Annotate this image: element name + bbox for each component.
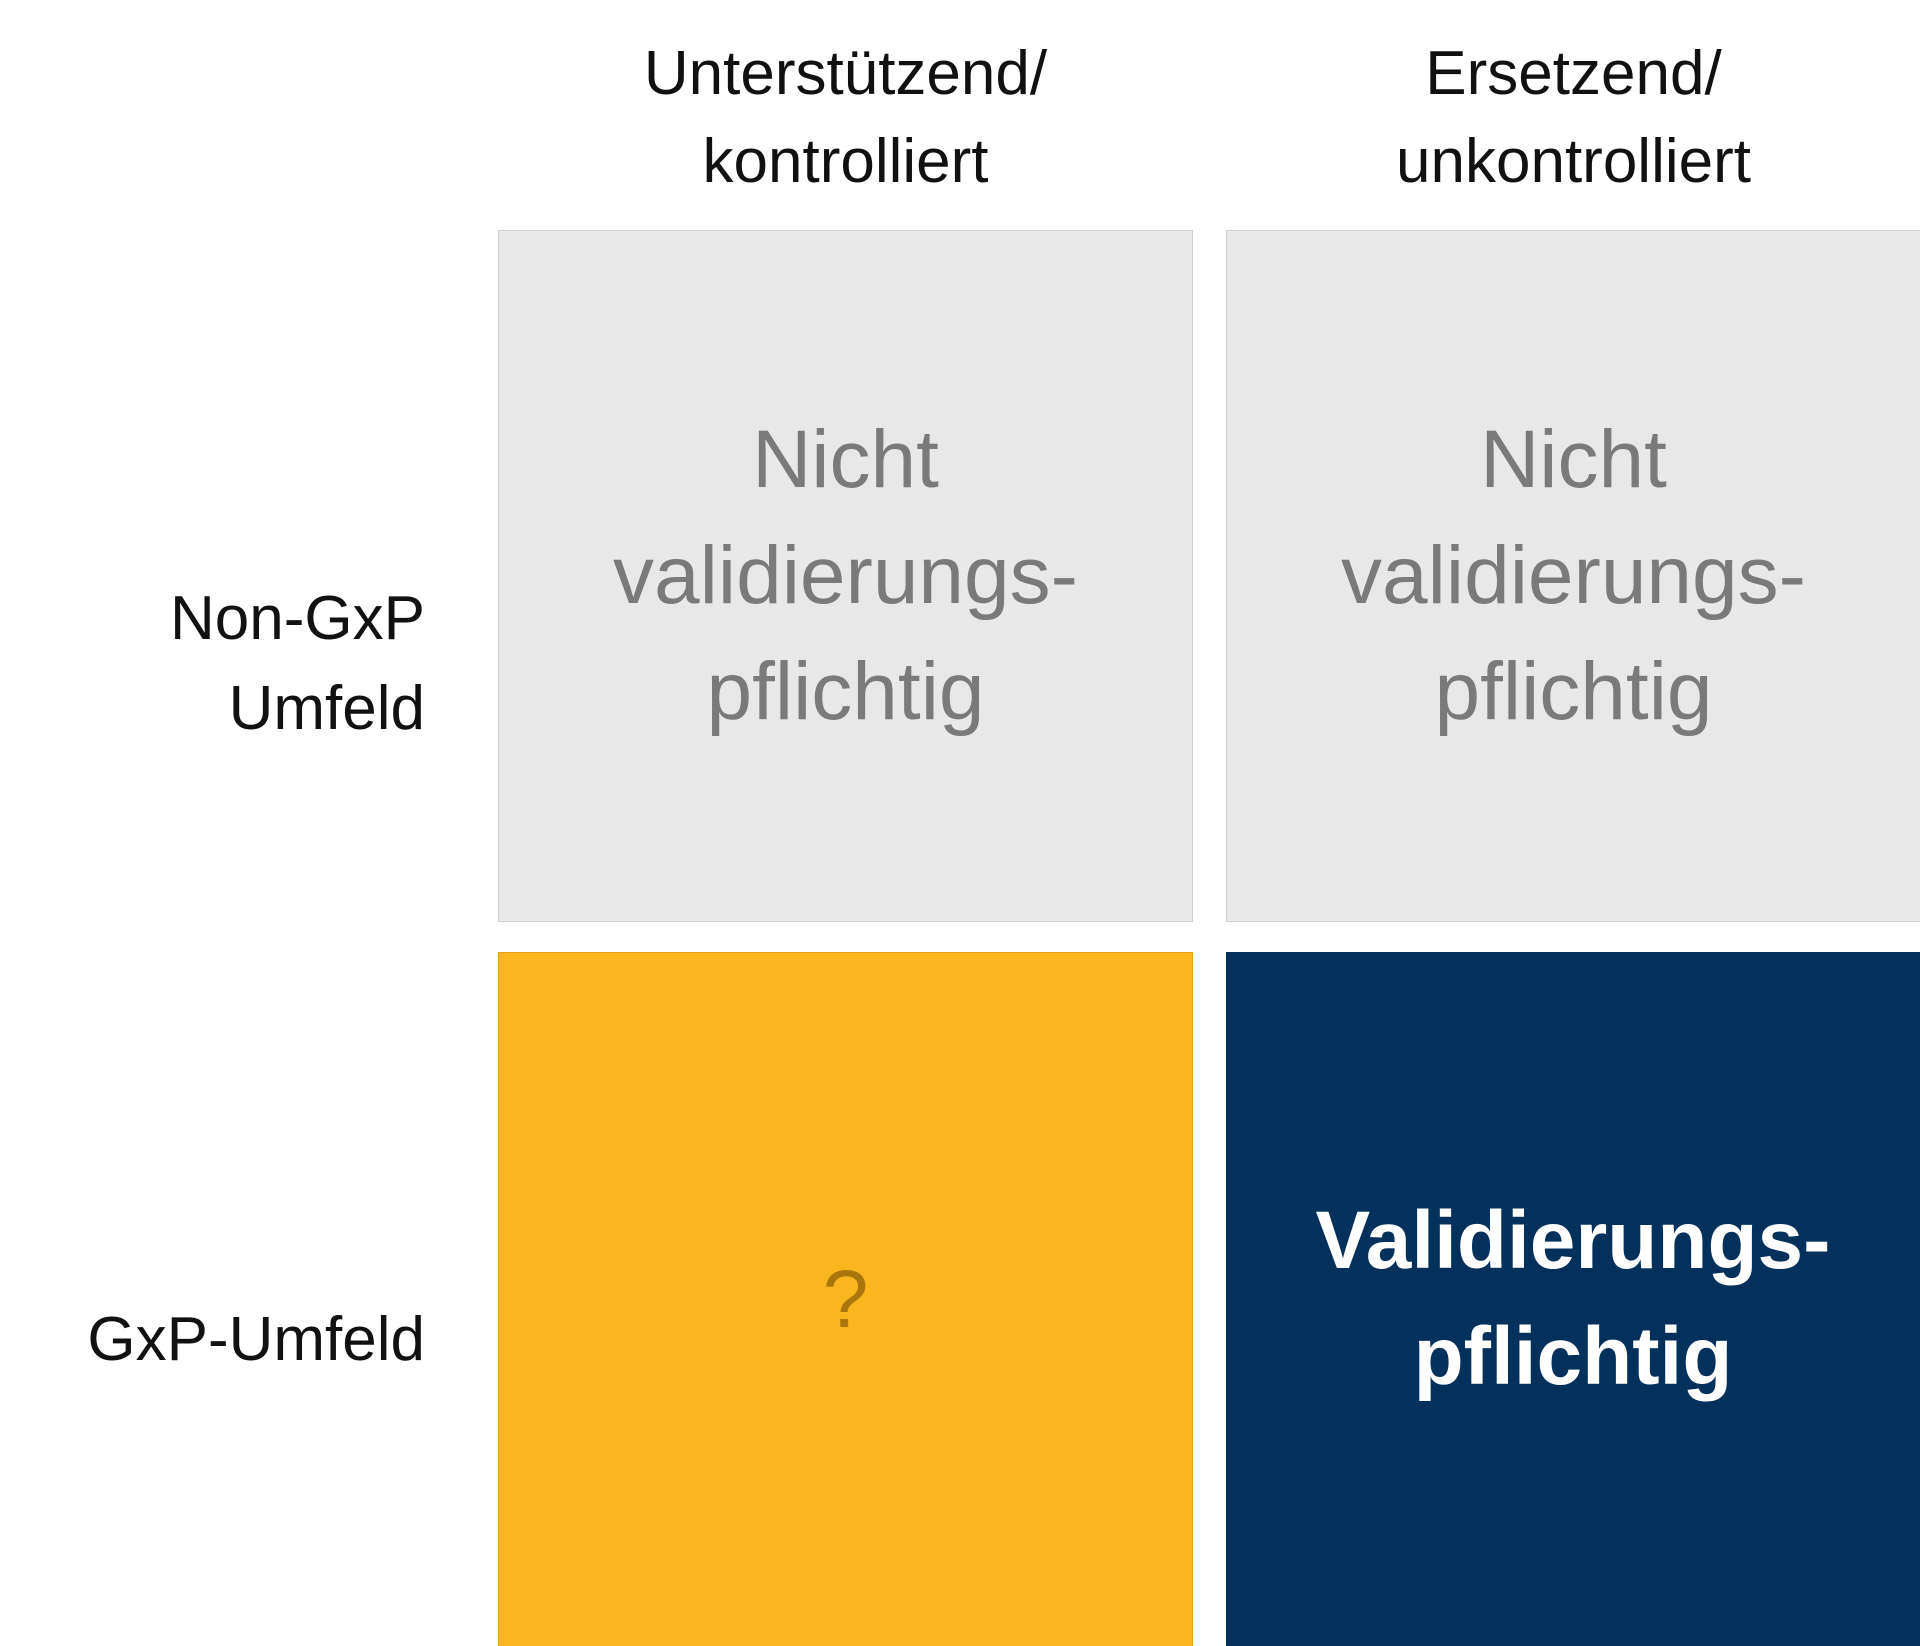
cell-label-line: Nicht — [1480, 414, 1667, 505]
row-header-line: GxP-Umfeld — [87, 1305, 425, 1374]
cell-label-line: validierungs- — [1341, 530, 1806, 621]
matrix-cell-gxp-supporting: ? — [498, 952, 1193, 1646]
cell-label-line: Nicht — [752, 414, 939, 505]
cell-label-line: pflichtig — [1413, 1311, 1733, 1402]
row-header-line: Non-GxP — [170, 584, 425, 653]
cell-label: Validierungs- pflichtig — [1316, 1183, 1831, 1415]
row-header-line: Umfeld — [228, 674, 425, 743]
row-header-non-gxp: Non-GxP Umfeld — [170, 574, 425, 754]
column-header-line: unkontrolliert — [1396, 127, 1751, 196]
cell-label-line: pflichtig — [706, 646, 985, 737]
cell-label: Nicht validierungs- pflichtig — [613, 402, 1078, 750]
cell-label-line: validierungs- — [613, 530, 1078, 621]
column-header-supporting-controlled: Unterstützend/ kontrolliert — [498, 30, 1193, 206]
column-header-line: Unterstützend/ — [643, 39, 1048, 108]
question-mark: ? — [822, 1253, 869, 1345]
cell-label-line: Validierungs- — [1315, 1195, 1831, 1286]
matrix-cell-non-gxp-supporting: Nicht validierungs- pflichtig — [498, 230, 1193, 922]
cell-label-line: pflichtig — [1434, 646, 1713, 737]
column-header-line: Ersetzend/ — [1425, 39, 1722, 108]
row-header-gxp: GxP-Umfeld — [87, 1295, 425, 1385]
column-header-replacing-uncontrolled: Ersetzend/ unkontrolliert — [1226, 30, 1920, 206]
cell-label: Nicht validierungs- pflichtig — [1341, 402, 1806, 750]
matrix-cell-gxp-replacing: Validierungs- pflichtig — [1226, 952, 1920, 1646]
matrix-cell-non-gxp-replacing: Nicht validierungs- pflichtig — [1226, 230, 1920, 922]
cell-label: ? — [823, 1242, 869, 1358]
column-header-line: kontrolliert — [702, 127, 989, 196]
